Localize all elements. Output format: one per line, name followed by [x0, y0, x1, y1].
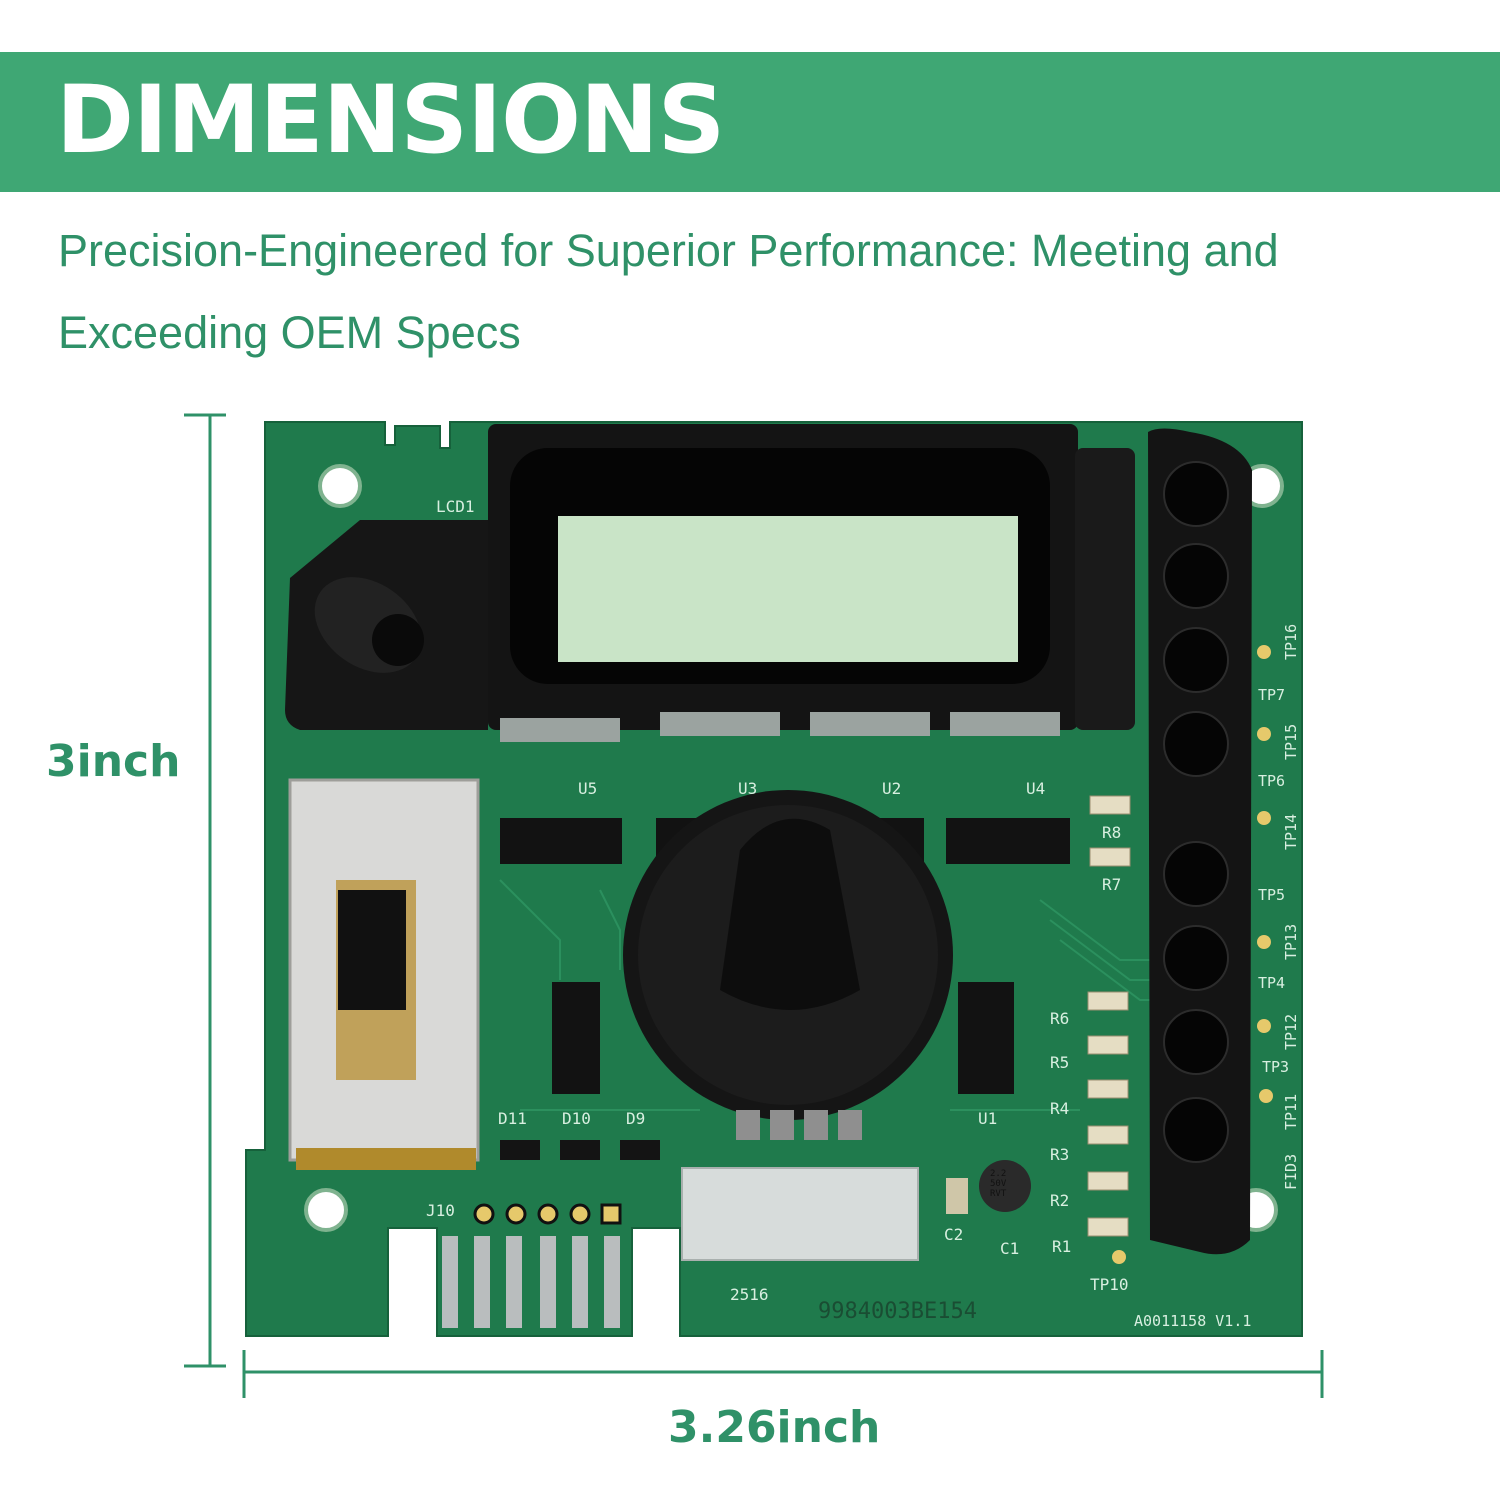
width-dimension-line	[242, 1350, 1324, 1398]
ic-u1	[958, 982, 1014, 1094]
label-r1: R1	[1052, 1237, 1071, 1256]
silkscreen-label: TP3	[1262, 1058, 1289, 1076]
label-u5: U5	[578, 779, 597, 798]
page-title: DIMENSIONS	[56, 66, 725, 175]
label-d11: D11	[498, 1109, 527, 1128]
silkscreen-label: TP15	[1282, 724, 1300, 760]
ic-u5	[500, 818, 622, 864]
silkscreen-label: TP13	[1282, 924, 1300, 960]
silkscreen-label: TP4	[1258, 974, 1285, 992]
label-d10: D10	[562, 1109, 591, 1128]
silkscreen-label: TP5	[1258, 886, 1285, 904]
edge-connector-pins	[442, 1236, 620, 1328]
label-date-code: 2516	[730, 1285, 769, 1304]
ic-u4	[946, 818, 1070, 864]
resistors	[1087, 795, 1131, 1237]
side-connector-holes	[1163, 461, 1229, 1163]
lcd-housing-side	[1075, 448, 1135, 730]
label-r4: R4	[1050, 1099, 1069, 1118]
label-r2: R2	[1050, 1191, 1069, 1210]
rotary-knob	[720, 818, 860, 1010]
label-u1: U1	[978, 1109, 997, 1128]
ic-u6	[552, 982, 600, 1094]
mounting-hole	[304, 1188, 348, 1232]
label-r5: R5	[1050, 1053, 1069, 1072]
silkscreen-label: TP14	[1282, 814, 1300, 850]
capacitor-c1	[979, 1160, 1031, 1212]
height-dimension-label: 3inch	[46, 736, 181, 787]
push-button	[372, 614, 424, 666]
label-tp10: TP10	[1090, 1275, 1129, 1294]
knob-pins	[736, 1110, 862, 1140]
silkscreen-label: TP11	[1282, 1094, 1300, 1130]
capacitor-label: RVT	[990, 1189, 1007, 1199]
label-r7: R7	[1102, 875, 1121, 894]
silkscreen-label: FID3	[1282, 1154, 1300, 1190]
height-dimension-line	[184, 413, 226, 1368]
capacitor-c2	[946, 1178, 968, 1214]
diodes	[500, 1140, 660, 1160]
silkscreen-label: TP6	[1258, 772, 1285, 790]
label-u3: U3	[738, 779, 757, 798]
label-u2: U2	[882, 779, 901, 798]
label-r6: R6	[1050, 1009, 1069, 1028]
label-part-number: 9984003BE154	[818, 1299, 977, 1324]
lcd-screen	[558, 516, 1018, 662]
slide-switch-base	[296, 1148, 476, 1170]
label-r3: R3	[1050, 1145, 1069, 1164]
white-connector	[681, 1167, 919, 1261]
width-dimension-label: 3.26inch	[668, 1402, 881, 1453]
label-r8: R8	[1102, 823, 1121, 842]
lcd-pin-row	[500, 712, 1060, 742]
label-c1: C1	[1000, 1239, 1019, 1258]
header-banner	[0, 52, 1500, 192]
silkscreen-label: TP12	[1282, 1014, 1300, 1050]
silkscreen-labels: LCD1 U5 U3 U2 U4 U1 R8 R7 R6 R5 R4 R3 R2…	[426, 497, 1251, 1330]
label-u4: U4	[1026, 779, 1045, 798]
mounting-hole	[318, 464, 362, 508]
circuit-board: LCD1 U5 U3 U2 U4 U1 R8 R7 R6 R5 R4 R3 R2…	[245, 421, 1303, 1337]
label-c2: C2	[944, 1225, 963, 1244]
j10-header-pads	[473, 1203, 622, 1225]
subtitle: Precision-Engineered for Superior Perfor…	[58, 225, 1279, 358]
test-points	[1112, 645, 1273, 1264]
silkscreen-label: TP7	[1258, 686, 1285, 704]
capacitor-label: 50V	[990, 1179, 1007, 1189]
slide-switch-knob	[338, 890, 406, 1010]
label-d9: D9	[626, 1109, 645, 1128]
label-revision: A0011158 V1.1	[1134, 1312, 1251, 1330]
tp-labels: TP16 TP7 TP15 TP6 TP14 TP5 TP13 TP4 TP12…	[1258, 624, 1300, 1190]
label-lcd1: LCD1	[436, 497, 475, 516]
label-j10: J10	[426, 1201, 455, 1220]
capacitor-label: 2.2	[990, 1169, 1006, 1179]
silkscreen-label: TP16	[1282, 624, 1300, 660]
